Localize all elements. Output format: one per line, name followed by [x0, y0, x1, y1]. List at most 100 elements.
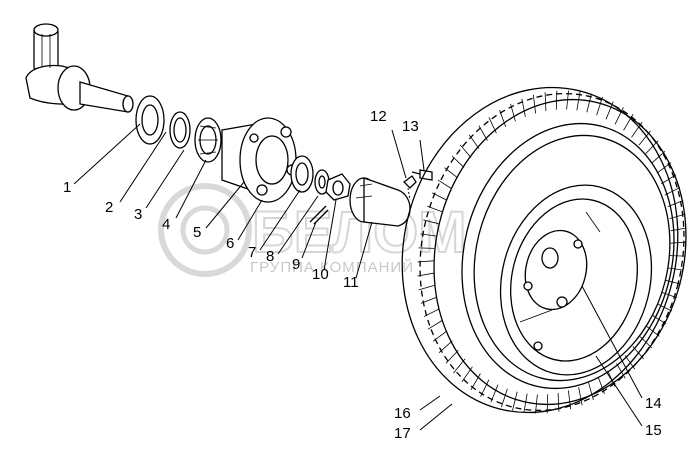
tread-block — [470, 373, 481, 391]
tread-block — [480, 379, 490, 397]
tread-block — [646, 326, 660, 337]
callout-leader-3 — [145, 149, 185, 209]
callout-label-7: 7 — [248, 244, 256, 261]
callout-leader-7 — [259, 189, 301, 251]
callout-leader-1 — [73, 123, 141, 185]
tread-block — [468, 134, 480, 149]
tread-block — [510, 103, 516, 122]
callout-label-9: 9 — [292, 256, 300, 273]
tread-block — [437, 179, 452, 189]
part-ring — [169, 111, 191, 149]
callout-label-13: 13 — [402, 118, 419, 135]
tread-block — [667, 200, 684, 208]
part-hub-cap — [349, 177, 411, 227]
watermark-caption: ГРУППА КОМПАНИЙ — [250, 258, 414, 276]
tread-block — [568, 390, 571, 410]
callout-leader-14 — [581, 285, 643, 399]
tread-block — [623, 113, 634, 131]
tread-block — [432, 330, 448, 342]
part-wheel-disc — [499, 184, 653, 376]
tread-block — [596, 96, 603, 116]
watermark-logo-ring — [158, 183, 252, 277]
callout-label-2: 2 — [105, 199, 113, 216]
tread-block — [657, 303, 673, 312]
tread-block — [632, 346, 644, 360]
tread-block — [438, 340, 453, 353]
tread-block — [546, 394, 549, 414]
tread-block — [656, 162, 672, 174]
part-wheel-hub — [221, 117, 298, 203]
tread-block — [645, 140, 659, 155]
tread-block — [461, 366, 473, 383]
tread-block — [431, 192, 447, 201]
tread-block — [423, 219, 439, 225]
tread-block — [670, 241, 687, 244]
callout-label-10: 10 — [312, 266, 329, 283]
tread-block — [521, 98, 526, 117]
tread-block — [651, 151, 666, 164]
tread-block — [614, 107, 624, 125]
part-inner-bearing — [194, 117, 222, 163]
tread-block — [418, 285, 435, 291]
part-cotter-pin — [309, 205, 329, 225]
part-castle-nut — [325, 173, 351, 201]
tread-block — [423, 308, 440, 317]
tread-block — [445, 349, 459, 364]
callout-label-12: 12 — [370, 108, 387, 125]
callout-label-1: 1 — [63, 179, 71, 196]
tread-block — [427, 319, 443, 330]
part-tyre — [401, 86, 687, 414]
tread-block — [665, 279, 681, 285]
callout-leader-12 — [391, 129, 407, 179]
tyre-tread — [417, 90, 687, 414]
callout-label-15: 15 — [645, 422, 662, 439]
callout-leader-17 — [419, 403, 453, 431]
callout-leader-13 — [419, 139, 425, 171]
callout-leader-9 — [301, 221, 317, 259]
tread-block — [512, 391, 518, 411]
tread-block — [478, 125, 488, 141]
tread-block — [460, 144, 472, 158]
callout-label-11: 11 — [343, 274, 359, 291]
callout-leader-8 — [277, 195, 319, 255]
callout-label-16: 16 — [394, 405, 411, 422]
callout-label-4: 4 — [162, 216, 170, 233]
tread-block — [586, 93, 592, 113]
tread-block — [661, 291, 677, 299]
watermark-logo-ring-inner — [180, 205, 230, 255]
tread-block — [664, 187, 681, 196]
tread-block — [624, 355, 636, 370]
tread-block — [670, 227, 687, 232]
callout-leader-16 — [419, 395, 441, 411]
tread-block — [588, 382, 594, 401]
tread-block — [578, 387, 583, 406]
tread-block — [566, 90, 569, 110]
part-steering-knuckle — [25, 23, 134, 113]
tread-block — [669, 213, 686, 219]
tread-block — [535, 394, 538, 414]
part-outer-bearing — [290, 155, 314, 193]
tread-block — [631, 121, 643, 138]
callout-leader-11 — [355, 221, 373, 279]
tread-block — [605, 101, 614, 120]
tread-block — [557, 392, 560, 412]
callout-label-14: 14 — [645, 395, 662, 412]
tread-block — [576, 91, 581, 111]
callout-label-6: 6 — [226, 235, 234, 252]
callout-leader-6 — [237, 199, 263, 241]
tread-block — [652, 315, 667, 325]
callout-label-5: 5 — [193, 224, 201, 241]
tread-block — [444, 167, 458, 178]
tread-block — [420, 233, 436, 237]
tread-block — [420, 296, 437, 304]
tread-block — [533, 94, 536, 114]
tread-block — [417, 260, 434, 263]
callout-leader-5 — [205, 181, 245, 229]
tread-block — [597, 377, 605, 395]
tread-block — [523, 393, 528, 413]
callout-label-8: 8 — [266, 248, 274, 265]
callout-leader-10 — [323, 199, 337, 271]
callout-leader-2 — [119, 131, 167, 203]
tread-block — [616, 363, 626, 379]
